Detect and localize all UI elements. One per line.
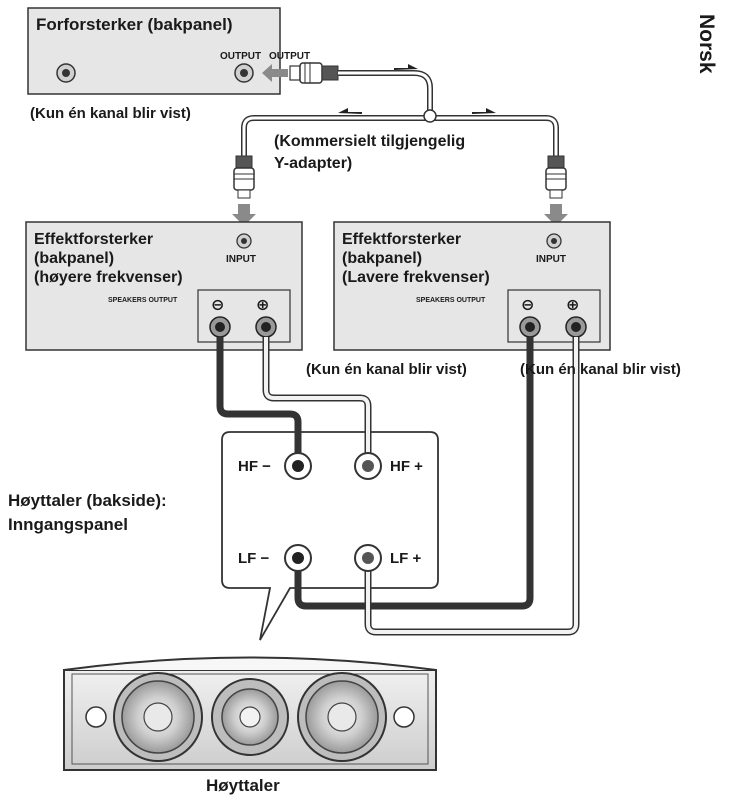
lf-minus-label: LF − <box>238 550 269 567</box>
preamp-panel: Forforsterker (bakpanel) OUTPUT OUTPUT <box>27 7 310 95</box>
y-adapter-cable <box>241 70 559 158</box>
preamp-jack-left <box>56 63 76 83</box>
terminal-hf-minus <box>284 452 312 480</box>
down-arrow-low-icon <box>544 204 568 226</box>
amp-high-panel: Effektforsterker (bakpanel) (høyere frek… <box>25 221 303 351</box>
amp-low-terminal-minus <box>519 316 541 338</box>
woofer-left-icon <box>113 672 203 762</box>
amp-high-plus: ⊕ <box>256 297 269 314</box>
amp-low-plus: ⊕ <box>566 297 579 314</box>
tweeter-icon <box>211 678 289 756</box>
amp-low-title: Effektforsterker <box>342 231 461 248</box>
hf-minus-label: HF − <box>238 458 271 475</box>
amp-high-terminal-minus <box>209 316 231 338</box>
speaker-panel-sublabel: Inngangspanel <box>8 515 128 534</box>
amp-low-panel: Effektforsterker (bakpanel) (Lavere frek… <box>333 221 611 351</box>
amp-low-speakers-label: SPEAKERS OUTPUT <box>416 297 486 304</box>
amp-low-input-label: INPUT <box>536 254 566 265</box>
amp-high-input-label: INPUT <box>226 254 256 265</box>
amp-low-input-jack <box>546 233 562 249</box>
amp-high-range: (høyere frekvenser) <box>34 269 183 286</box>
y-adapter-label-1: (Kommersielt tilgjengelig <box>274 133 465 150</box>
preamp-title: Forforsterker (bakpanel) <box>36 15 233 34</box>
down-arrow-high-icon <box>232 204 256 226</box>
rca-plug-high <box>233 155 255 199</box>
amp-low-minus: ⊖ <box>521 297 534 314</box>
signal-arrow-left-icon <box>338 108 362 114</box>
cable-hf-minus <box>216 337 302 466</box>
speaker-panel-label: Høyttaler (bakside): <box>8 491 167 510</box>
y-adapter-label-2: Y-adapter) <box>274 155 352 172</box>
preamp-output-jack <box>234 63 254 83</box>
preamp-output-label-2: OUTPUT <box>269 51 310 62</box>
preamp-channel-note: (Kun én kanal blir vist) <box>30 105 191 122</box>
signal-arrow-right-icon <box>472 108 496 114</box>
port-left-icon <box>85 706 107 728</box>
amp-high-input-jack <box>236 233 252 249</box>
insert-arrow-icon <box>262 64 288 82</box>
speaker-caption: Høyttaler <box>206 776 280 795</box>
cable-lf-plus <box>364 337 580 636</box>
terminal-lf-minus <box>284 544 312 572</box>
amp-high-minus: ⊖ <box>211 297 224 314</box>
amp-low-subtitle: (bakpanel) <box>342 250 422 267</box>
terminal-lf-plus <box>354 544 382 572</box>
amp-low-range: (Lavere frekvenser) <box>342 269 490 286</box>
speaker-cabinet <box>63 656 437 771</box>
rca-plug-preamp <box>289 62 339 84</box>
signal-arrow-icon <box>394 64 418 70</box>
amp-high-channel-note: (Kun én kanal blir vist) <box>306 361 467 378</box>
hf-plus-label: HF + <box>390 458 423 475</box>
woofer-right-icon <box>297 672 387 762</box>
rca-plug-low <box>545 155 567 199</box>
port-right-icon <box>393 706 415 728</box>
cable-lf-minus <box>294 337 534 610</box>
cable-hf-plus <box>262 337 372 466</box>
lf-plus-label: LF + <box>390 550 421 567</box>
terminal-hf-plus <box>354 452 382 480</box>
amp-high-terminal-plus <box>255 316 277 338</box>
amp-high-speakers-label: SPEAKERS OUTPUT <box>108 297 178 304</box>
amp-low-channel-note: (Kun én kanal blir vist) <box>520 361 681 378</box>
preamp-output-label: OUTPUT <box>220 51 261 62</box>
amp-high-subtitle: (bakpanel) <box>34 250 114 267</box>
speaker-input-panel: HF − HF + LF − LF + <box>221 431 439 641</box>
language-tab: Norsk <box>695 14 718 74</box>
amp-high-title: Effektforsterker <box>34 231 153 248</box>
amp-low-terminal-plus <box>565 316 587 338</box>
